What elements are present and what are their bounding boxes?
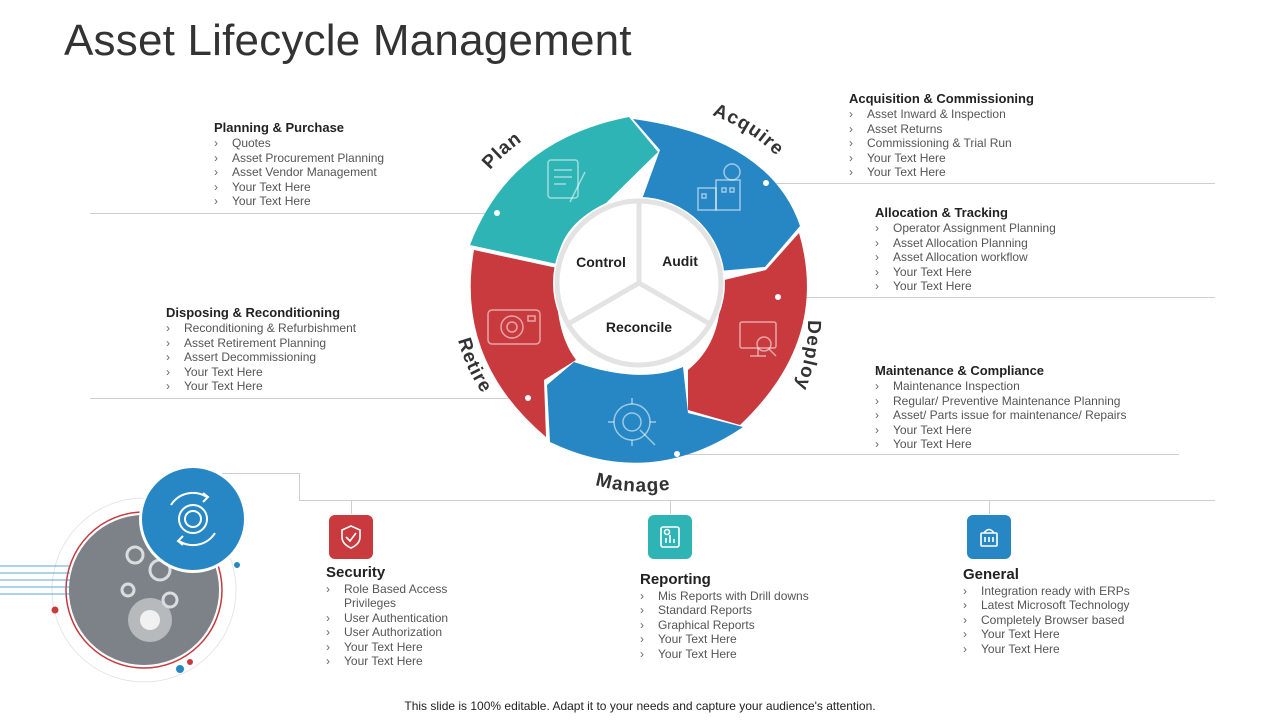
general-heading: General	[963, 566, 1019, 583]
reporting-heading: Reporting	[640, 571, 711, 588]
cycle-gear-icon	[170, 491, 216, 547]
connector-acquire	[768, 183, 1215, 184]
disposing-heading: Disposing & Reconditioning	[166, 305, 341, 320]
stage-label-manage: Manage	[594, 470, 672, 497]
list-item: Regular/ Preventive Maintenance Planning	[875, 394, 1195, 409]
list-item: Your Text Here	[166, 379, 466, 394]
reporting-block: Reporting Mis Reports with Drill downs S…	[640, 571, 900, 661]
gear-wrench-icon	[608, 398, 656, 446]
allocation-heading: Allocation & Tracking	[875, 205, 1008, 220]
list-item: Graphical Reports	[640, 618, 900, 633]
center-label-reconcile: Reconcile	[606, 319, 672, 335]
shield-check-icon	[341, 525, 361, 549]
footer-note: This slide is 100% editable. Adapt it to…	[404, 699, 876, 713]
list-item: Asset Retirement Planning	[166, 336, 466, 351]
list-item: Asset Vendor Management	[214, 165, 474, 180]
acquisition-block: Acquisition & Commissioning Asset Inward…	[849, 91, 1149, 180]
reporting-icon-box	[648, 515, 692, 559]
list-item: Reconditioning & Refurbishment	[166, 321, 466, 336]
list-item: User Authentication	[326, 611, 576, 626]
list-item: Maintenance Inspection	[875, 379, 1195, 394]
building-dollar-icon	[697, 163, 741, 211]
hands-gears-image	[0, 465, 247, 683]
general-block: General Integration ready with ERPs Late…	[963, 566, 1223, 656]
list-item: Your Text Here	[875, 437, 1195, 452]
stage-plan-segment	[470, 117, 658, 264]
connector-deploy	[778, 297, 1215, 298]
connector-general	[989, 500, 990, 514]
acquisition-heading: Acquisition & Commissioning	[849, 91, 1034, 106]
connector-security	[351, 500, 352, 514]
list-item: Assert Decommissioning	[166, 350, 466, 365]
stage-label-deploy: Deploy	[791, 320, 824, 393]
list-item: Your Text Here	[214, 194, 474, 209]
list-item: Asset/ Parts issue for maintenance/ Repa…	[875, 408, 1195, 423]
security-icon-box	[329, 515, 373, 559]
list-item: Your Text Here	[963, 642, 1223, 657]
connector-retire	[90, 398, 528, 399]
list-item: Your Text Here	[875, 279, 1175, 294]
list-item: Your Text Here	[875, 423, 1195, 438]
list-item: Privileges	[344, 596, 397, 611]
list-item: Latest Microsoft Technology	[963, 598, 1223, 613]
allocation-block: Allocation & Tracking Operator Assignmen…	[875, 205, 1175, 294]
notes-icon	[547, 159, 586, 203]
list-item: Asset Allocation workflow	[875, 250, 1175, 265]
maintenance-heading: Maintenance & Compliance	[875, 363, 1045, 378]
list-item: Your Text Here	[640, 647, 900, 662]
list-item: Your Text Here	[214, 180, 474, 195]
list-item: Mis Reports with Drill downs	[640, 589, 900, 604]
server-icon	[980, 528, 998, 547]
stage-deploy-segment	[688, 233, 807, 425]
list-item: Operator Assignment Planning	[875, 221, 1175, 236]
connector-reporting	[670, 500, 671, 514]
center-label-audit: Audit	[662, 253, 698, 269]
stage-label-plan: Plan	[478, 128, 526, 174]
security-heading: Security	[326, 564, 386, 581]
list-item: Role Based Access	[326, 582, 576, 597]
list-item: Your Text Here	[963, 627, 1223, 642]
list-item: Quotes	[214, 136, 474, 151]
list-item: Commissioning & Trial Run	[849, 136, 1149, 151]
list-item: Completely Browser based	[963, 613, 1223, 628]
list-item: Your Text Here	[166, 365, 466, 380]
list-item: Integration ready with ERPs	[963, 584, 1223, 599]
stage-retire-segment	[470, 250, 576, 437]
general-icon-box	[967, 515, 1011, 559]
list-item: Asset Returns	[849, 122, 1149, 137]
stage-acquire-segment	[633, 119, 800, 271]
list-item: Your Text Here	[875, 265, 1175, 280]
connector-plan	[90, 213, 497, 214]
stage-manage-segment	[547, 362, 743, 463]
list-item: Standard Reports	[640, 603, 900, 618]
connector-circle	[222, 473, 300, 474]
list-item: Your Text Here	[640, 632, 900, 647]
monitor-search-icon	[739, 321, 777, 357]
maintenance-block: Maintenance & Compliance Maintenance Ins…	[875, 363, 1195, 452]
camera-icon	[487, 309, 541, 345]
security-block: Security Role Based Access Privileges Us…	[326, 564, 576, 669]
list-item: Your Text Here	[326, 640, 576, 655]
list-item: Your Text Here	[849, 151, 1149, 166]
list-item: Asset Inward & Inspection	[849, 107, 1149, 122]
list-item: Your Text Here	[326, 654, 576, 669]
connector-bottom	[300, 500, 1215, 501]
list-item: Asset Procurement Planning	[214, 151, 474, 166]
disposing-block: Disposing & Reconditioning Reconditionin…	[166, 305, 466, 394]
list-item: User Authorization	[326, 625, 576, 640]
list-item: Your Text Here	[849, 165, 1149, 180]
report-chart-icon	[660, 526, 680, 548]
stage-label-acquire: Acquire	[710, 100, 788, 160]
connector-bottom-drop	[299, 473, 300, 501]
planning-block: Planning & Purchase Quotes Asset Procure…	[214, 120, 474, 209]
list-item: Asset Allocation Planning	[875, 236, 1175, 251]
center-label-control: Control	[576, 254, 626, 270]
connector-manage	[677, 454, 1179, 455]
planning-heading: Planning & Purchase	[214, 120, 345, 135]
page-title: Asset Lifecycle Management	[64, 16, 632, 65]
